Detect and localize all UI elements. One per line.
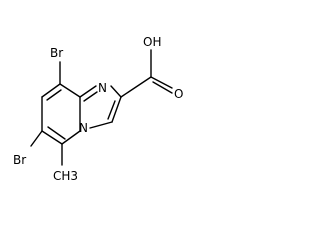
- bond-c3-n4: [89, 121, 113, 129]
- bond-c7-c8-double: [46, 89, 62, 101]
- imidazole-ring: [79, 85, 122, 129]
- bond-c8a-n1-double: [83, 91, 98, 102]
- bond-c2-c3: [111, 96, 122, 123]
- bond-c8a-n1: [79, 85, 97, 98]
- bromine-label-lower: Br: [13, 153, 26, 167]
- bond-c6-br: [30, 130, 43, 147]
- hydroxyl-label: OH: [143, 35, 161, 49]
- bond-c5-c6: [41, 130, 63, 145]
- bond-carboxyl-o-double-b: [152, 81, 173, 94]
- bond-c8-c8a: [59, 83, 81, 98]
- methyl-label: CH3: [53, 169, 78, 183]
- carbonyl-oxygen-label: O: [174, 87, 183, 101]
- bond-c2-carboxyl-c: [120, 76, 152, 98]
- nitrogen-label-ring: N: [98, 81, 107, 95]
- atom-labels: Br Br N N OH O CH3: [13, 35, 183, 183]
- bromine-label-upper: Br: [50, 46, 63, 60]
- substituent-bonds: [30, 49, 173, 166]
- bond-carboxyl-o-double-a: [150, 76, 173, 89]
- bond-c5-c6-double: [47, 126, 66, 140]
- bond-c7-c8: [41, 83, 61, 98]
- nitrogen-label-bridgehead: N: [79, 121, 88, 135]
- bond-c2-c3-double: [107, 100, 116, 120]
- molecule-structure-diagram: Br Br N N OH O CH3: [13, 35, 183, 183]
- pyridine-ring: [41, 83, 81, 145]
- bond-n4-c5: [61, 130, 81, 145]
- bond-n1-c2: [110, 85, 122, 98]
